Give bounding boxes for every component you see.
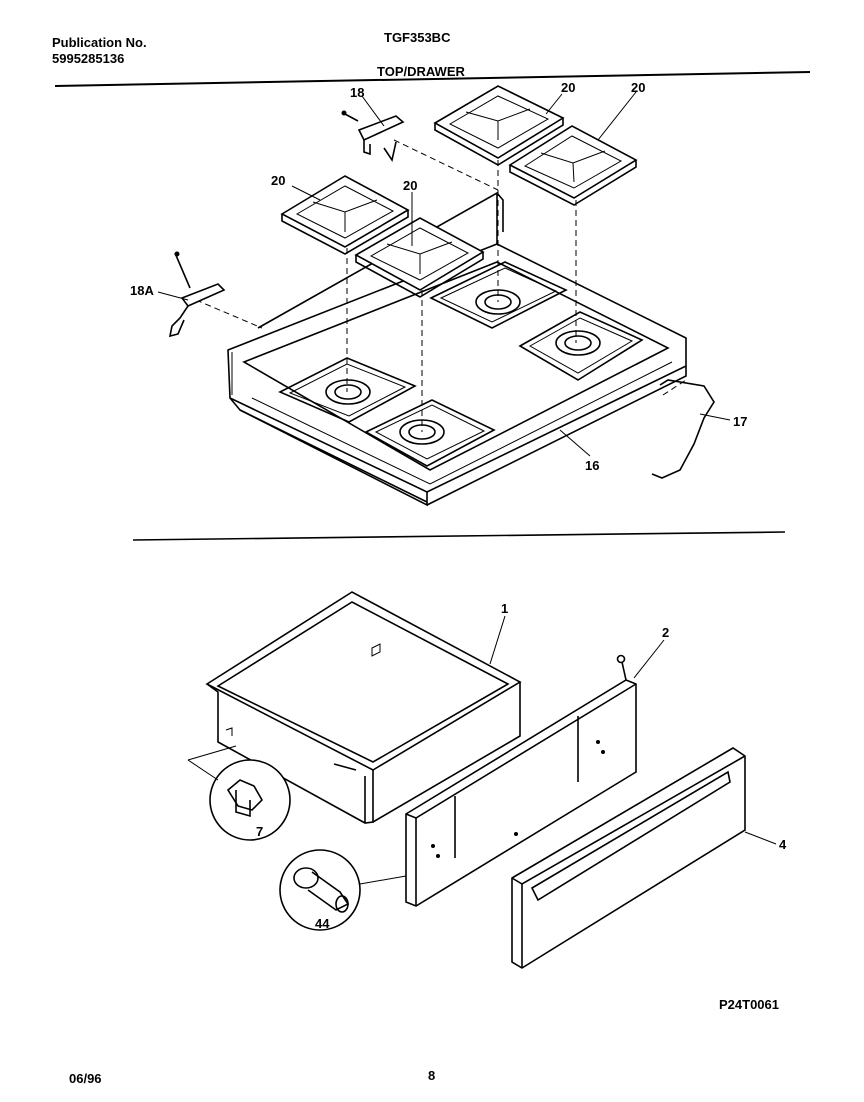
callout-44: 44	[315, 916, 330, 931]
callout-7: 7	[256, 824, 263, 839]
section-divider	[132, 531, 786, 541]
drawer-front-2	[405, 654, 637, 907]
callout-2: 2	[662, 625, 669, 640]
leader-lines	[157, 91, 777, 845]
callout-1: 1	[501, 601, 508, 616]
detail-glide-44	[279, 849, 407, 931]
drawer-body-1	[205, 591, 522, 824]
callout-16: 16	[585, 458, 599, 473]
burner-plate-rear-right	[518, 311, 644, 381]
callout-20-rear-right: 20	[631, 80, 645, 95]
bracket-18	[341, 110, 405, 163]
callout-20-rear-left: 20	[561, 80, 575, 95]
callout-4: 4	[779, 837, 787, 852]
cooktop-16	[227, 191, 687, 507]
rod-17	[651, 379, 715, 479]
grate-rear-right	[508, 125, 638, 206]
diagram-code: P24T0061	[719, 997, 779, 1012]
alignment-lines	[195, 139, 687, 432]
model-number: TGF353BC	[384, 30, 451, 45]
issue-date: 06/96	[69, 1071, 102, 1086]
callout-20-front-left: 20	[271, 173, 285, 188]
bracket-18a	[168, 251, 226, 338]
grate-front-right	[354, 217, 485, 298]
page-number: 8	[428, 1068, 436, 1083]
burner-plate-rear-left	[429, 261, 568, 329]
section-title: TOP/DRAWER	[377, 64, 465, 79]
callout-18: 18	[350, 85, 364, 100]
grate-rear-left	[433, 85, 565, 166]
grate-front-left	[280, 175, 410, 255]
burner-plate-front-left	[278, 357, 417, 423]
publication-label: Publication No.	[52, 35, 147, 50]
callout-20-front-right: 20	[403, 178, 417, 193]
drawer-panel-4	[511, 747, 746, 969]
publication-number: 5995285136	[52, 51, 125, 66]
detail-roller-7	[187, 745, 291, 841]
callout-18a: 18A	[130, 283, 154, 298]
header-rule	[54, 71, 811, 87]
callout-17: 17	[733, 414, 747, 429]
